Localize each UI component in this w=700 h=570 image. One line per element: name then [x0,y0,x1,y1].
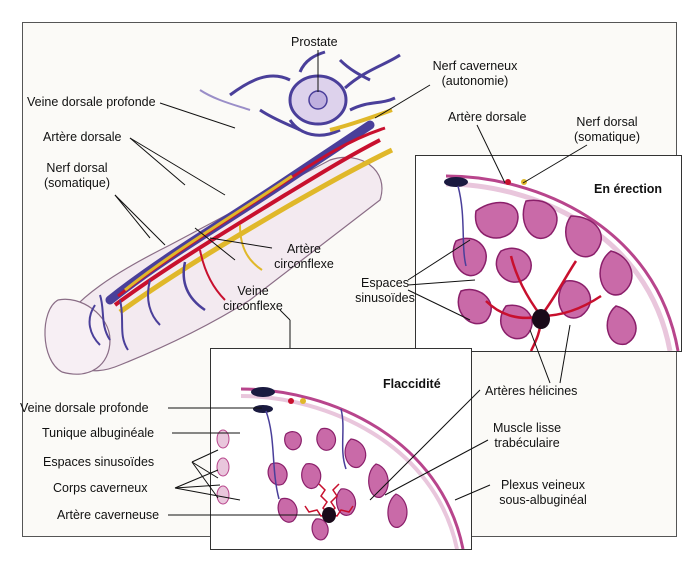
label-deep-dorsal-vein-top: Veine dorsale profonde [27,95,156,109]
label-sinusoid-spaces-bottom: Espaces sinusoïdes [43,455,155,469]
label-dorsal-artery-left: Artère dorsale [43,130,122,144]
cavernous-nerve [329,108,393,132]
label-cavernous-artery: Artère caverneuse [57,508,160,522]
label-dorsal-artery-right: Artère dorsale [448,110,527,124]
label-cavernous-nerve: Nerf caverneux (autonomie) [432,59,518,88]
label-circumflex-vein: Veine circonflexe [223,284,283,313]
label-corpus-cavernosum: Corps caverneux [53,481,148,495]
erection-title: En érection [594,182,663,196]
label-deep-dorsal-vein-bottom: Veine dorsale profonde [20,401,149,415]
label-dorsal-nerve-left: Nerf dorsal (somatique) [44,161,110,190]
erection-cross-section [444,174,680,351]
label-subalbugineal-venous-plexus: Plexus veineux sous-albuginéal [499,478,587,507]
label-circumflex-artery: Artère circonflexe [274,242,334,271]
label-helicine-arteries: Artères hélicines [485,384,578,398]
circumflex-artery-branch [199,249,226,301]
label-prostate: Prostate [291,35,338,49]
label-sinusoid-spaces-right: Espaces sinusoïdes [355,276,415,305]
penile-shaft [59,156,383,372]
flaccid-title: Flaccidité [383,377,441,391]
glans [44,298,111,375]
erection-inset: En érection [415,155,682,352]
circumflex-vein-branch [182,261,206,312]
dorsal-nerve-2 [124,174,293,292]
label-tunica-albuginea: Tunique albuginéale [42,426,155,440]
flaccid-cross-section [216,387,465,549]
label-trabecular-smooth-muscle: Muscle lisse trabéculaire [492,421,562,450]
periprostatic-plexus [229,50,401,137]
flaccid-inset: Flaccidité [210,348,472,550]
dorsal-artery [113,138,381,307]
dorsal-nerve [118,147,394,315]
label-dorsal-nerve-right: Nerf dorsal (somatique) [574,115,640,144]
